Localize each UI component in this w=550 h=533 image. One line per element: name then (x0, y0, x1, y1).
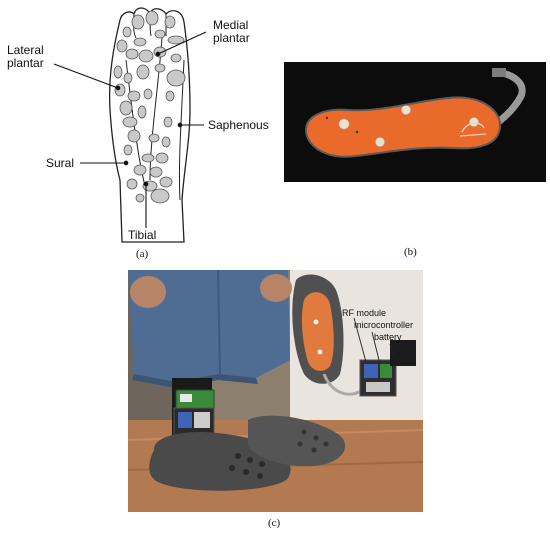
caption-c: (c) (268, 517, 281, 529)
panel-a-foot-diagram: Medial plantar Lateral plantar Saphenous… (0, 0, 280, 262)
insole-sensors (338, 105, 479, 147)
callout-rf-module: RF module (342, 308, 387, 318)
caption-b: (b) (404, 246, 417, 258)
label-sural: Sural (46, 156, 75, 170)
label-lateral-plantar: Lateral plantar (7, 43, 44, 70)
callout-microcontroller: microcontroller (354, 320, 414, 330)
panel-c-wearable-photo: RF module microcontroller battery (128, 270, 423, 512)
label-saphenous: Saphenous (208, 118, 269, 132)
caption-a: (a) (136, 248, 149, 260)
label-medial-plantar: Medial plantar (213, 18, 250, 45)
wearable-svg (128, 270, 423, 512)
label-tibial: Tibial (128, 228, 157, 242)
jeans (128, 270, 290, 382)
clog-right (248, 415, 346, 467)
panel-b-insole-photo (284, 62, 546, 182)
inset-insole (301, 292, 334, 371)
sensory-points (113, 10, 186, 204)
foot-outline (108, 7, 191, 243)
insole-svg (304, 68, 526, 158)
callout-battery: battery (374, 332, 402, 342)
insole (304, 96, 502, 158)
foot-outline-svg (53, 7, 207, 243)
